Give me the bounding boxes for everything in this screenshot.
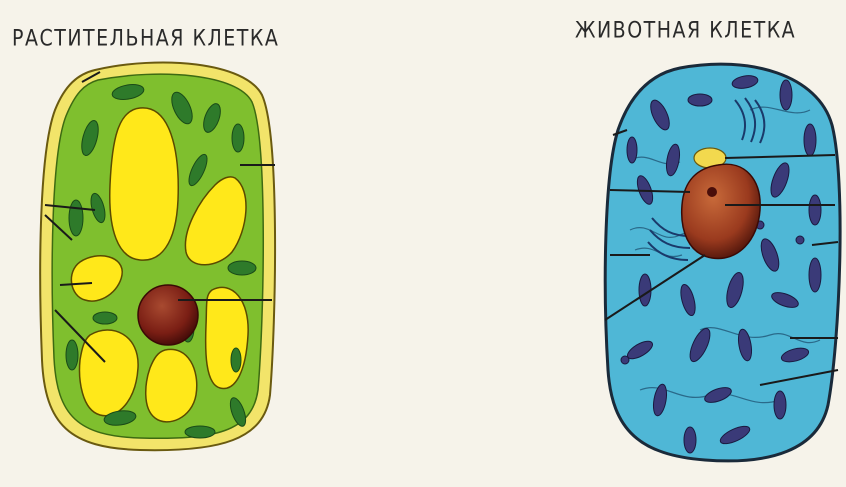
chloroplast xyxy=(228,261,256,275)
plant-nucleus xyxy=(138,285,198,345)
organelle xyxy=(639,274,651,306)
chloroplast xyxy=(69,200,83,236)
chloroplast xyxy=(185,426,215,438)
chloroplast xyxy=(93,312,117,324)
plant-cell xyxy=(40,62,275,450)
organelle xyxy=(627,137,637,163)
organelle xyxy=(684,427,696,453)
vacuole-bottom xyxy=(146,349,197,422)
organelle xyxy=(809,195,821,225)
animal-cell xyxy=(605,64,840,461)
organelle xyxy=(796,236,804,244)
organelle xyxy=(804,124,816,156)
organelle xyxy=(621,356,629,364)
chloroplast xyxy=(232,124,244,152)
organelle xyxy=(774,391,786,419)
central-vacuole xyxy=(110,108,178,260)
chloroplast xyxy=(231,348,241,372)
organelle xyxy=(809,258,821,292)
animal-cell-membrane xyxy=(605,64,840,461)
organelle xyxy=(688,94,712,106)
nucleolus xyxy=(707,187,717,197)
organelle xyxy=(780,80,792,110)
chloroplast xyxy=(66,340,78,370)
